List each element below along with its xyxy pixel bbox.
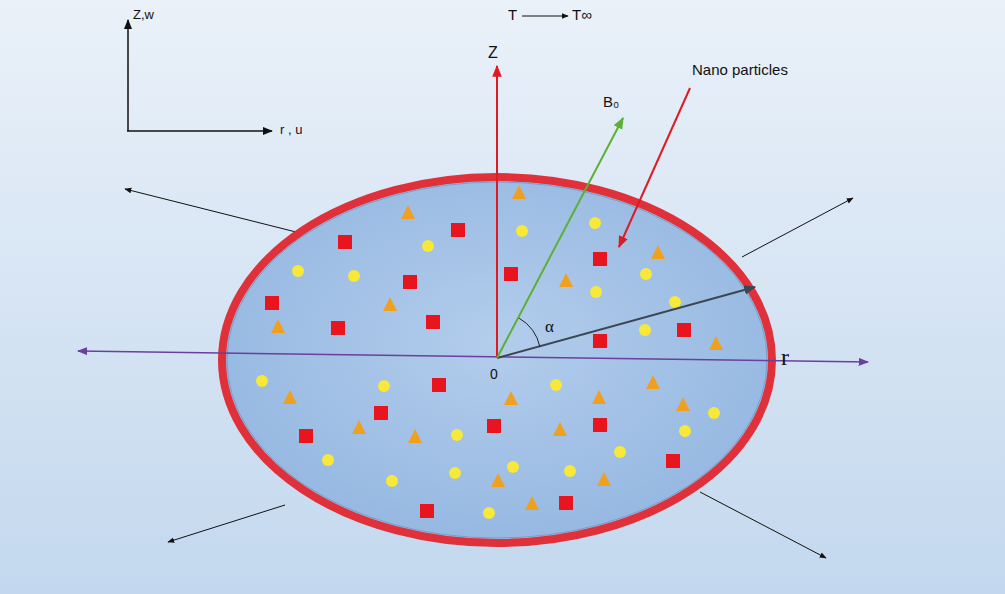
origin-label: 0 [490, 367, 498, 382]
particle-square [593, 334, 607, 348]
axis-z [127, 20, 129, 131]
particle-circle [640, 268, 652, 280]
particle-circle [292, 265, 304, 277]
particle-triangle [676, 397, 690, 411]
particle-circle [322, 454, 334, 466]
axis-label: Z,w [133, 8, 154, 22]
particle-square [677, 323, 691, 337]
particle-square [559, 496, 573, 510]
particle-triangle [512, 185, 526, 199]
particle-square [593, 252, 607, 266]
particle-triangle [504, 391, 518, 405]
stretch-arrow [168, 505, 285, 542]
particle-square [331, 321, 345, 335]
particle-circle [516, 225, 528, 237]
particle-circle [564, 465, 576, 477]
particle-circle [679, 425, 691, 437]
particle-circle [669, 296, 681, 308]
particle-circle [451, 429, 463, 441]
nanoparticles [256, 185, 723, 519]
angle-arc [519, 318, 540, 347]
particle-circle [386, 475, 398, 487]
particle-circle [378, 380, 390, 392]
particle-triangle [383, 297, 397, 311]
axis-label: r , u [280, 123, 302, 137]
particle-circle [449, 467, 461, 479]
particle-triangle [408, 429, 422, 443]
particle-circle [550, 379, 562, 391]
particle-circle [614, 446, 626, 458]
particle-square [265, 296, 279, 310]
particle-square [666, 454, 680, 468]
particle-triangle [559, 273, 573, 287]
particle-circle [590, 286, 602, 298]
particle-triangle [352, 420, 366, 434]
stretch-arrow [125, 189, 296, 232]
particle-square [504, 267, 518, 281]
particle-square [487, 419, 501, 433]
axis-label: r [781, 344, 789, 370]
particle-square [593, 418, 607, 432]
particle-triangle [271, 319, 285, 333]
z-axis [496, 66, 498, 358]
temperature-label: T∞ [572, 7, 592, 24]
particle-square [338, 235, 352, 249]
axis-r [127, 130, 272, 132]
particle-circle [483, 507, 495, 519]
particle-circle [422, 240, 434, 252]
magnetic-field-arrow [497, 118, 623, 358]
callout-label: Nano particles [692, 62, 788, 79]
pointer-arrow [619, 88, 690, 247]
particle-square [451, 223, 465, 237]
r-axis [78, 351, 868, 362]
particle-square [374, 406, 388, 420]
particle-square [432, 378, 446, 392]
particle-square [299, 429, 313, 443]
particle-circle [639, 324, 651, 336]
particle-square [420, 504, 434, 518]
particle-circle [589, 217, 601, 229]
radius-arrow [497, 287, 755, 358]
particle-triangle [646, 375, 660, 389]
particle-triangle [651, 245, 665, 259]
particle-square [403, 275, 417, 289]
particle-triangle [283, 390, 297, 404]
particle-circle [348, 270, 360, 282]
particle-triangle [709, 336, 723, 350]
particle-triangle [401, 205, 415, 219]
particle-triangle [525, 496, 539, 510]
particle-triangle [553, 422, 567, 436]
axis-label: Z [488, 44, 498, 62]
angle-label: α [545, 318, 554, 337]
particle-triangle [597, 472, 611, 486]
temperature-arrow [522, 16, 568, 17]
field-label: B₀ [603, 94, 619, 111]
temperature-label: T [508, 7, 517, 24]
particle-circle [507, 461, 519, 473]
particle-triangle [592, 390, 606, 404]
particle-square [426, 315, 440, 329]
stretch-arrow [700, 492, 826, 558]
particle-triangle [491, 473, 505, 487]
particle-circle [708, 407, 720, 419]
stretch-arrow [742, 198, 853, 257]
particle-circle [256, 375, 268, 387]
